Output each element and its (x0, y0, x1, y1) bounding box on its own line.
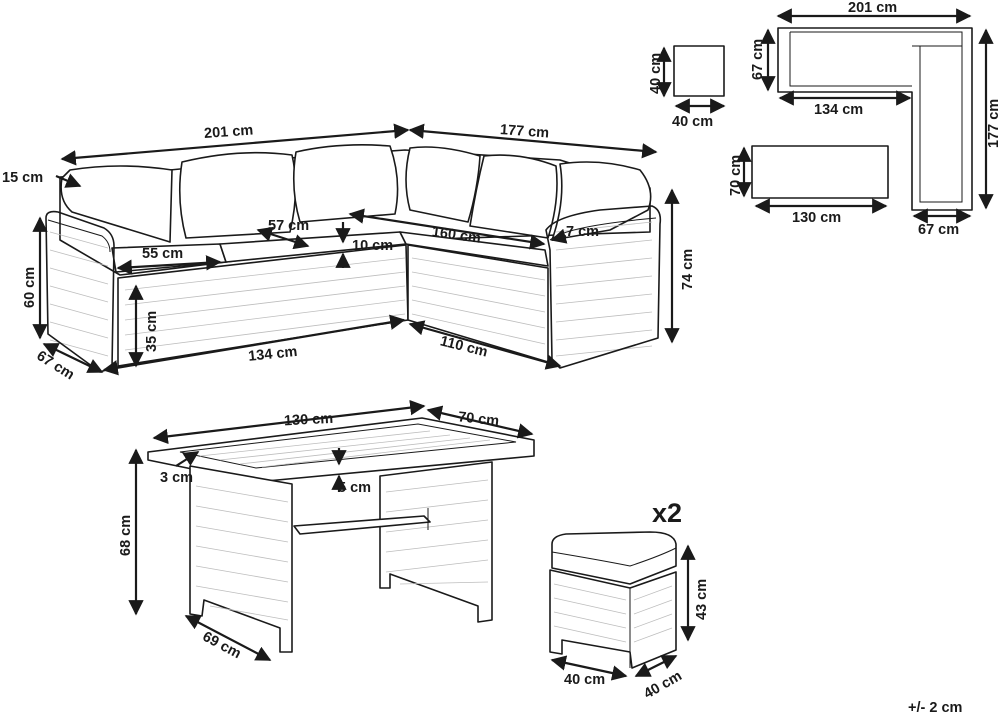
table-height-label: 68 cm (118, 515, 134, 556)
table-top-thickness-label: 5 cm (338, 480, 371, 496)
table-width-label: 70 cm (457, 409, 500, 429)
top-sofa-length-right-label: 177 cm (986, 99, 1000, 148)
top-view-sofa: 201 cm 67 cm 134 cm 177 cm 67 cm (750, 0, 1000, 238)
sofa-arm-width-label: 7 cm (566, 224, 599, 240)
sofa-base-length-label: 134 cm (248, 344, 299, 365)
stool: x2 43 cm 40 cm 40 cm (549, 498, 710, 702)
stool-height-label: 43 cm (694, 579, 710, 620)
sofa-seat-width-label: 55 cm (142, 246, 183, 262)
sofa-seat-step-label: 10 cm (352, 238, 393, 254)
top-view-table: 70 cm 130 cm (728, 145, 889, 226)
sofa-inner-length-label: 160 cm (431, 224, 482, 247)
table-length-label: 130 cm (284, 411, 334, 430)
top-sofa-depth-right-label: 67 cm (918, 222, 959, 238)
sofa-depth-label: 67 cm (34, 348, 77, 383)
sofa-seat-height-label: 35 cm (144, 311, 160, 352)
top-sofa-depth-left-label: 67 cm (750, 39, 766, 80)
sofa-arm-height-label: 60 cm (22, 267, 38, 308)
top-sofa-inner-length-label: 134 cm (814, 102, 863, 118)
sofa-seat-depth-label: 57 cm (268, 218, 309, 234)
top-table-length-label: 130 cm (792, 210, 841, 226)
top-table-width-label: 70 cm (728, 155, 744, 196)
stool-depth-label: 40 cm (641, 668, 685, 702)
sofa-width-left-label: 201 cm (204, 123, 254, 142)
top-stool-width-label: 40 cm (672, 114, 713, 130)
top-stool-depth-label: 40 cm (648, 53, 664, 94)
sofa-back-cushion-label: 15 cm (2, 170, 43, 186)
corner-sofa: 201 cm 177 cm 15 cm 55 cm 57 cm 10 cm 16… (2, 122, 696, 383)
sofa-width-right-label: 177 cm (499, 122, 549, 141)
stool-quantity-label: x2 (652, 498, 682, 528)
sofa-total-height-label: 74 cm (680, 249, 696, 290)
tolerance-note: +/- 2 cm (908, 700, 962, 716)
stool-width-label: 40 cm (564, 672, 605, 688)
table-rim-label: 3 cm (160, 470, 193, 486)
dining-table: 130 cm 70 cm 3 cm 5 cm 68 cm 69 cm (118, 399, 535, 662)
top-view-stool: 40 cm 40 cm (648, 45, 726, 130)
top-sofa-width-label: 201 cm (848, 0, 897, 16)
